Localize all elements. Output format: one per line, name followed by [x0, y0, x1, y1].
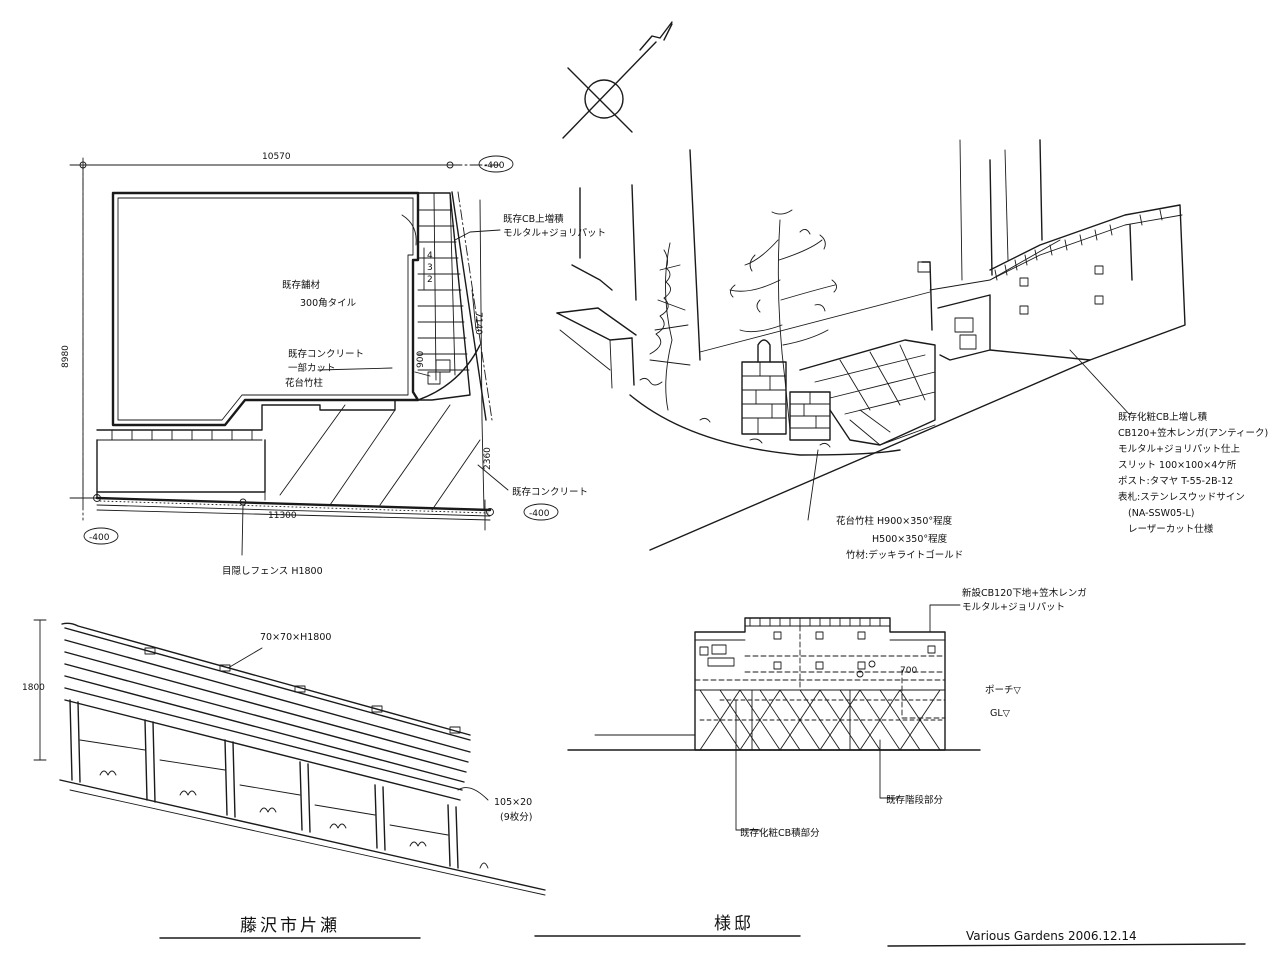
note-planter-1: 花台竹柱 H900×350°程度	[836, 515, 953, 527]
note-wall-2: CB120+笠木レンガ(アンティーク)	[1118, 427, 1268, 439]
note-wall-6: 表札:ステンレスウッドサイン	[1118, 491, 1245, 503]
note-existing-steps: 既存階段部分	[886, 794, 944, 806]
fence-post-label: 70×70×H1800	[260, 632, 331, 643]
step-number: 3	[427, 263, 433, 273]
svg-text:-400: -400	[484, 161, 505, 171]
title-block	[159, 935, 1246, 947]
level-marker-bottom-right: -400	[523, 503, 559, 521]
note-planter-2: H500×350°程度	[872, 533, 948, 545]
level-marker-bottom-left: -400	[83, 527, 119, 545]
note-wall-8: レーザーカット仕様	[1128, 523, 1214, 535]
perspective-wall	[989, 204, 1186, 361]
svg-text:-400: -400	[89, 533, 110, 543]
north-arrow-icon	[562, 21, 673, 139]
brick-planter	[741, 339, 831, 441]
fence-sketch	[33, 619, 546, 896]
step-number: 2	[427, 275, 433, 285]
title-owner: 様邸	[714, 914, 754, 934]
note-floor: 既存舗材	[282, 279, 321, 291]
plan-dim-bottom: 11300	[268, 511, 297, 521]
note-planter-post: 花台竹柱	[285, 377, 324, 389]
note-fence: 目隠しフェンス H1800	[222, 565, 323, 577]
note-wall-3: モルタル+ジョリパット仕上	[1118, 443, 1240, 455]
note-existing-cb-wall: 既存化粧CB積部分	[740, 827, 820, 839]
label-ground-level: GL▽	[990, 708, 1011, 719]
plan-dim-left: 8980	[61, 345, 71, 368]
fence-board-count: (9枚分)	[500, 811, 532, 823]
perspective-sketch	[556, 139, 1186, 551]
note-wall-5: ポスト:タマヤ T-55-2B-12	[1118, 476, 1233, 487]
plan-dim-right-a: 7140	[473, 312, 483, 335]
title-signature: Various Gardens 2006.12.14	[966, 929, 1137, 943]
note-new-cb-finish: モルタル+ジョリパット	[962, 602, 1065, 613]
note-concrete: 既存コンクリート	[288, 348, 364, 360]
elevation-small-dim: 700	[900, 666, 917, 676]
fence-height-label: 1800	[22, 683, 45, 693]
tree-sketch	[729, 209, 837, 431]
tile-porch	[401, 192, 471, 401]
plan-dim-top: 10570	[262, 152, 291, 162]
note-existing-cb-finish: モルタル+ジョリパット	[503, 228, 606, 239]
plan-dim-right-b: 2360	[483, 447, 493, 470]
paved-walk	[799, 339, 936, 446]
plan-small-dim: 900	[416, 351, 426, 368]
site-plan: 4 3 2	[69, 157, 509, 556]
step-number: 4	[427, 251, 433, 261]
elevation-drawing	[567, 604, 981, 831]
note-concrete-cut: 一部カット	[288, 362, 336, 374]
note-wall-1: 既存化粧CB上増し積	[1118, 411, 1208, 423]
level-marker-top-right: -400	[478, 155, 514, 173]
label-porch-level: ポーチ▽	[985, 685, 1022, 696]
svg-text:-400: -400	[529, 509, 550, 519]
title-client-address: 藤沢市片瀬	[240, 916, 340, 936]
note-new-cb: 新設CB120下地+笠木レンガ	[962, 587, 1087, 599]
note-planter-3: 竹材:デッキライトゴールド	[846, 549, 963, 561]
note-wall-4: スリット 100×100×4ケ所	[1118, 460, 1237, 471]
note-existing-cb: 既存CB上増積	[503, 213, 564, 225]
note-floor-tile: 300角タイル	[300, 297, 357, 309]
note-concrete-right: 既存コンクリート	[512, 486, 588, 498]
fence-board-label: 105×20	[494, 797, 532, 808]
note-wall-7: (NA-SSW05-L)	[1128, 508, 1195, 519]
